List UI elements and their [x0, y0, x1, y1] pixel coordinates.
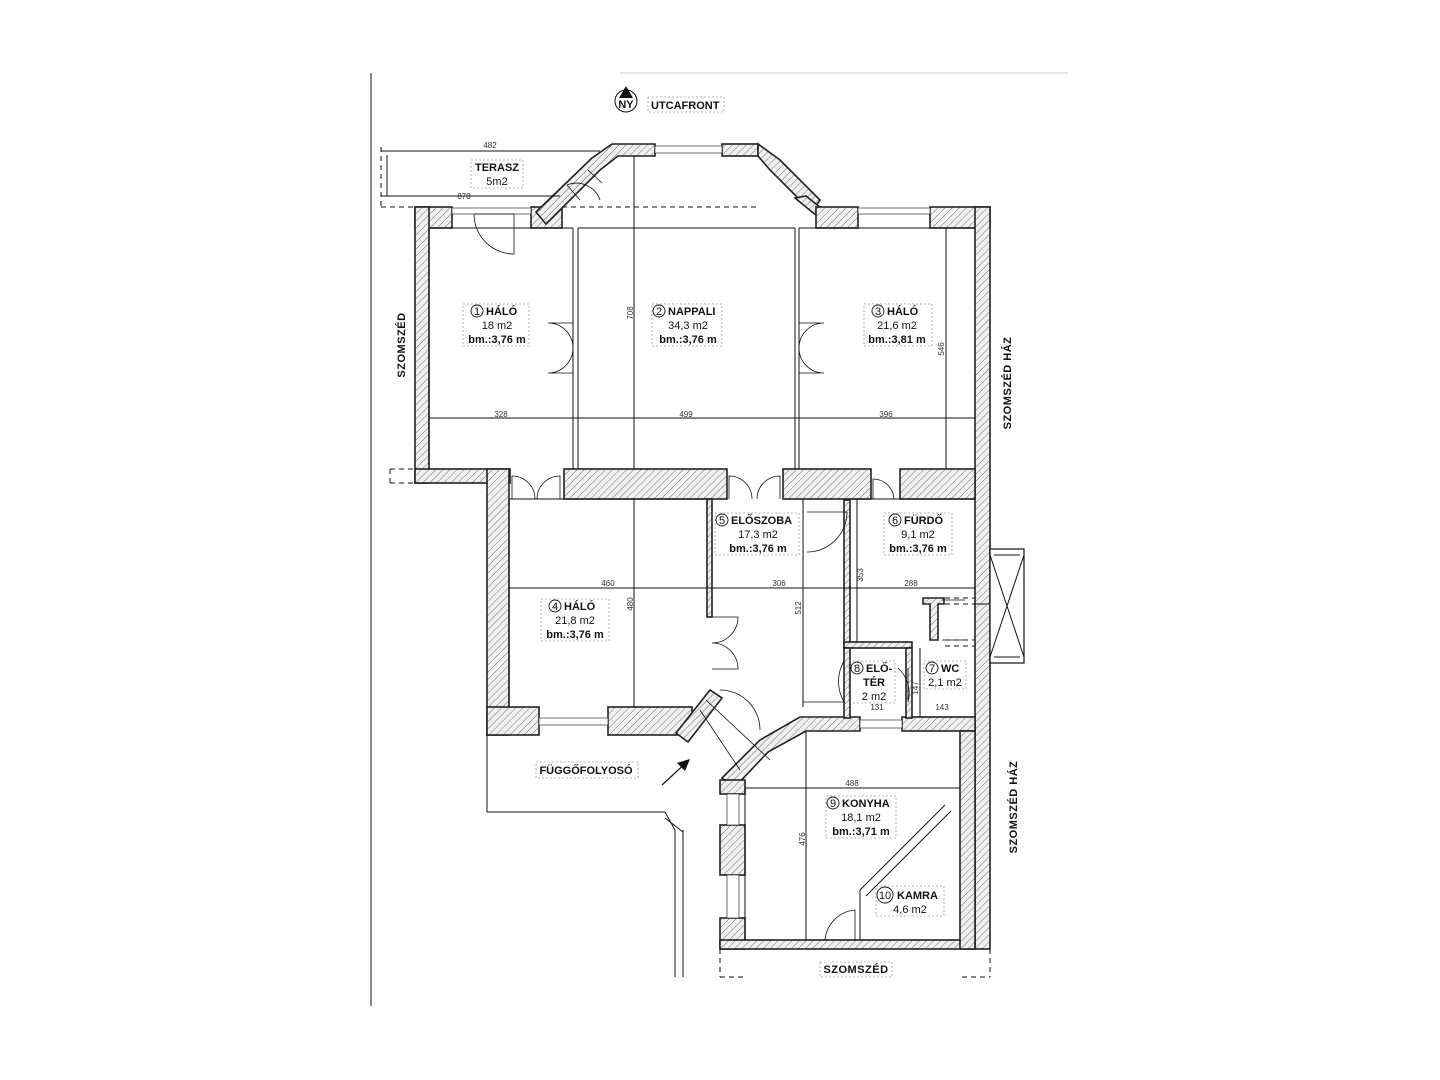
room-name: KONYHA [842, 798, 890, 810]
room-name: ELŐSZOBA [731, 514, 792, 527]
svg-text:147: 147 [911, 681, 920, 695]
svg-text:6: 6 [892, 515, 898, 527]
room-1-label: 1 HÁLÓ 18 m2 bm.:3,76 m [462, 303, 530, 347]
interior-lines [428, 156, 975, 940]
svg-text:9: 9 [830, 798, 836, 810]
room-height: bm.:3,81 m [868, 334, 926, 346]
street-label: UTCAFRONT [651, 100, 720, 112]
windows [451, 145, 931, 919]
svg-text:460: 460 [601, 579, 615, 588]
svg-text:476: 476 [798, 832, 807, 846]
room-area: 4,6 m2 [893, 904, 927, 916]
corridor: FÜGGŐFOLYOSÓ [486, 735, 690, 977]
svg-text:2: 2 [656, 306, 662, 318]
room-3-label: 3 HÁLÓ 21,6 m2 bm.:3,81 m [863, 303, 933, 347]
room-area: 2 m2 [862, 691, 886, 703]
dimensions: 328 499 396 708 546 460 480 306 512 288 … [494, 306, 949, 846]
room-name: HÁLÓ [887, 305, 919, 318]
room-area: 18,1 m2 [841, 812, 881, 824]
room-name: ELŐ- [866, 662, 893, 675]
svg-text:546: 546 [937, 342, 946, 356]
svg-text:5: 5 [719, 515, 725, 527]
svg-text:480: 480 [626, 597, 635, 611]
entrance-arrow-icon [677, 759, 690, 771]
room-area: 9,1 m2 [901, 529, 935, 541]
room-name: NAPPALI [668, 306, 715, 318]
room-area: 17,3 m2 [738, 529, 778, 541]
neighbor-left-label: SZOMSZÉD [395, 312, 408, 377]
terrace-dim-bottom: 870 [457, 192, 471, 201]
svg-text:143: 143 [935, 703, 949, 712]
room-height: bm.:3,76 m [546, 629, 604, 641]
room-name: HÁLÓ [564, 600, 596, 613]
svg-text:499: 499 [679, 410, 693, 419]
svg-text:353: 353 [856, 568, 865, 582]
room-name: KAMRA [897, 890, 938, 902]
terrace: 482 870 TERASZ 5m2 [380, 141, 760, 208]
corridor-label: FÜGGŐFOLYOSÓ [539, 764, 633, 777]
room-area: 2,1 m2 [928, 677, 962, 689]
terrace-name: TERASZ [475, 162, 519, 174]
room-name: HÁLÓ [486, 305, 518, 318]
balcony-box [989, 548, 1025, 664]
neighbor-right-bottom-label: SZOMSZÉD HÁZ [1007, 761, 1020, 854]
svg-text:8: 8 [854, 663, 860, 675]
room-height: bm.:3,76 m [729, 543, 787, 555]
room-area: 21,8 m2 [555, 615, 595, 627]
svg-text:488: 488 [845, 779, 859, 788]
room-4-label: 4 HÁLÓ 21,8 m2 bm.:3,76 m [540, 598, 610, 642]
room-height: bm.:3,76 m [659, 334, 717, 346]
room-10-label: 10 KAMRA 4,6 m2 [875, 885, 945, 917]
svg-text:288: 288 [904, 579, 918, 588]
svg-text:7: 7 [929, 663, 935, 675]
room-height: bm.:3,76 m [889, 543, 947, 555]
room-height: bm.:3,71 m [832, 826, 890, 838]
compass-icon: NY [614, 86, 638, 113]
neighbor-bottom-label: SZOMSZÉD [823, 963, 888, 976]
boundary-lines [389, 468, 991, 978]
svg-text:3: 3 [875, 306, 881, 318]
room-2-label: 2 NAPPALI 34,3 m2 bm.:3,76 m [651, 303, 723, 347]
room-name: FÜRDŐ [904, 514, 944, 527]
svg-text:4: 4 [552, 601, 558, 613]
room-height: bm.:3,76 m [468, 334, 526, 346]
svg-text:328: 328 [494, 410, 508, 419]
svg-text:131: 131 [870, 703, 884, 712]
room-area: 21,6 m2 [877, 320, 917, 332]
room-9-label: 9 KONYHA 18,1 m2 bm.:3,71 m [825, 795, 897, 839]
room-7-label: 7 WC 2,1 m2 [923, 660, 967, 690]
terrace-area: 5m2 [486, 176, 507, 188]
room-area: 34,3 m2 [668, 320, 708, 332]
room-area: 18 m2 [482, 320, 513, 332]
terrace-dim-top: 482 [483, 141, 497, 150]
room-8-label: 8 ELŐ- TÉR 2 m2 [848, 660, 896, 704]
svg-text:10: 10 [879, 890, 891, 902]
neighbor-right-top-label: SZOMSZÉD HÁZ [1001, 337, 1014, 430]
room-6-label: 6 FÜRDŐ 9,1 m2 bm.:3,76 m [883, 512, 953, 556]
svg-text:512: 512 [794, 601, 803, 615]
svg-text:708: 708 [626, 306, 635, 320]
room-5-label: 5 ELŐSZOBA 17,3 m2 bm.:3,76 m [714, 512, 800, 556]
svg-text:1: 1 [474, 306, 480, 318]
doors [473, 169, 965, 941]
room-name-2: TÉR [863, 676, 885, 689]
svg-text:306: 306 [772, 579, 786, 588]
svg-text:396: 396 [879, 410, 893, 419]
compass-label: NY [618, 99, 634, 111]
room-name: WC [941, 663, 959, 675]
walls [414, 142, 991, 950]
